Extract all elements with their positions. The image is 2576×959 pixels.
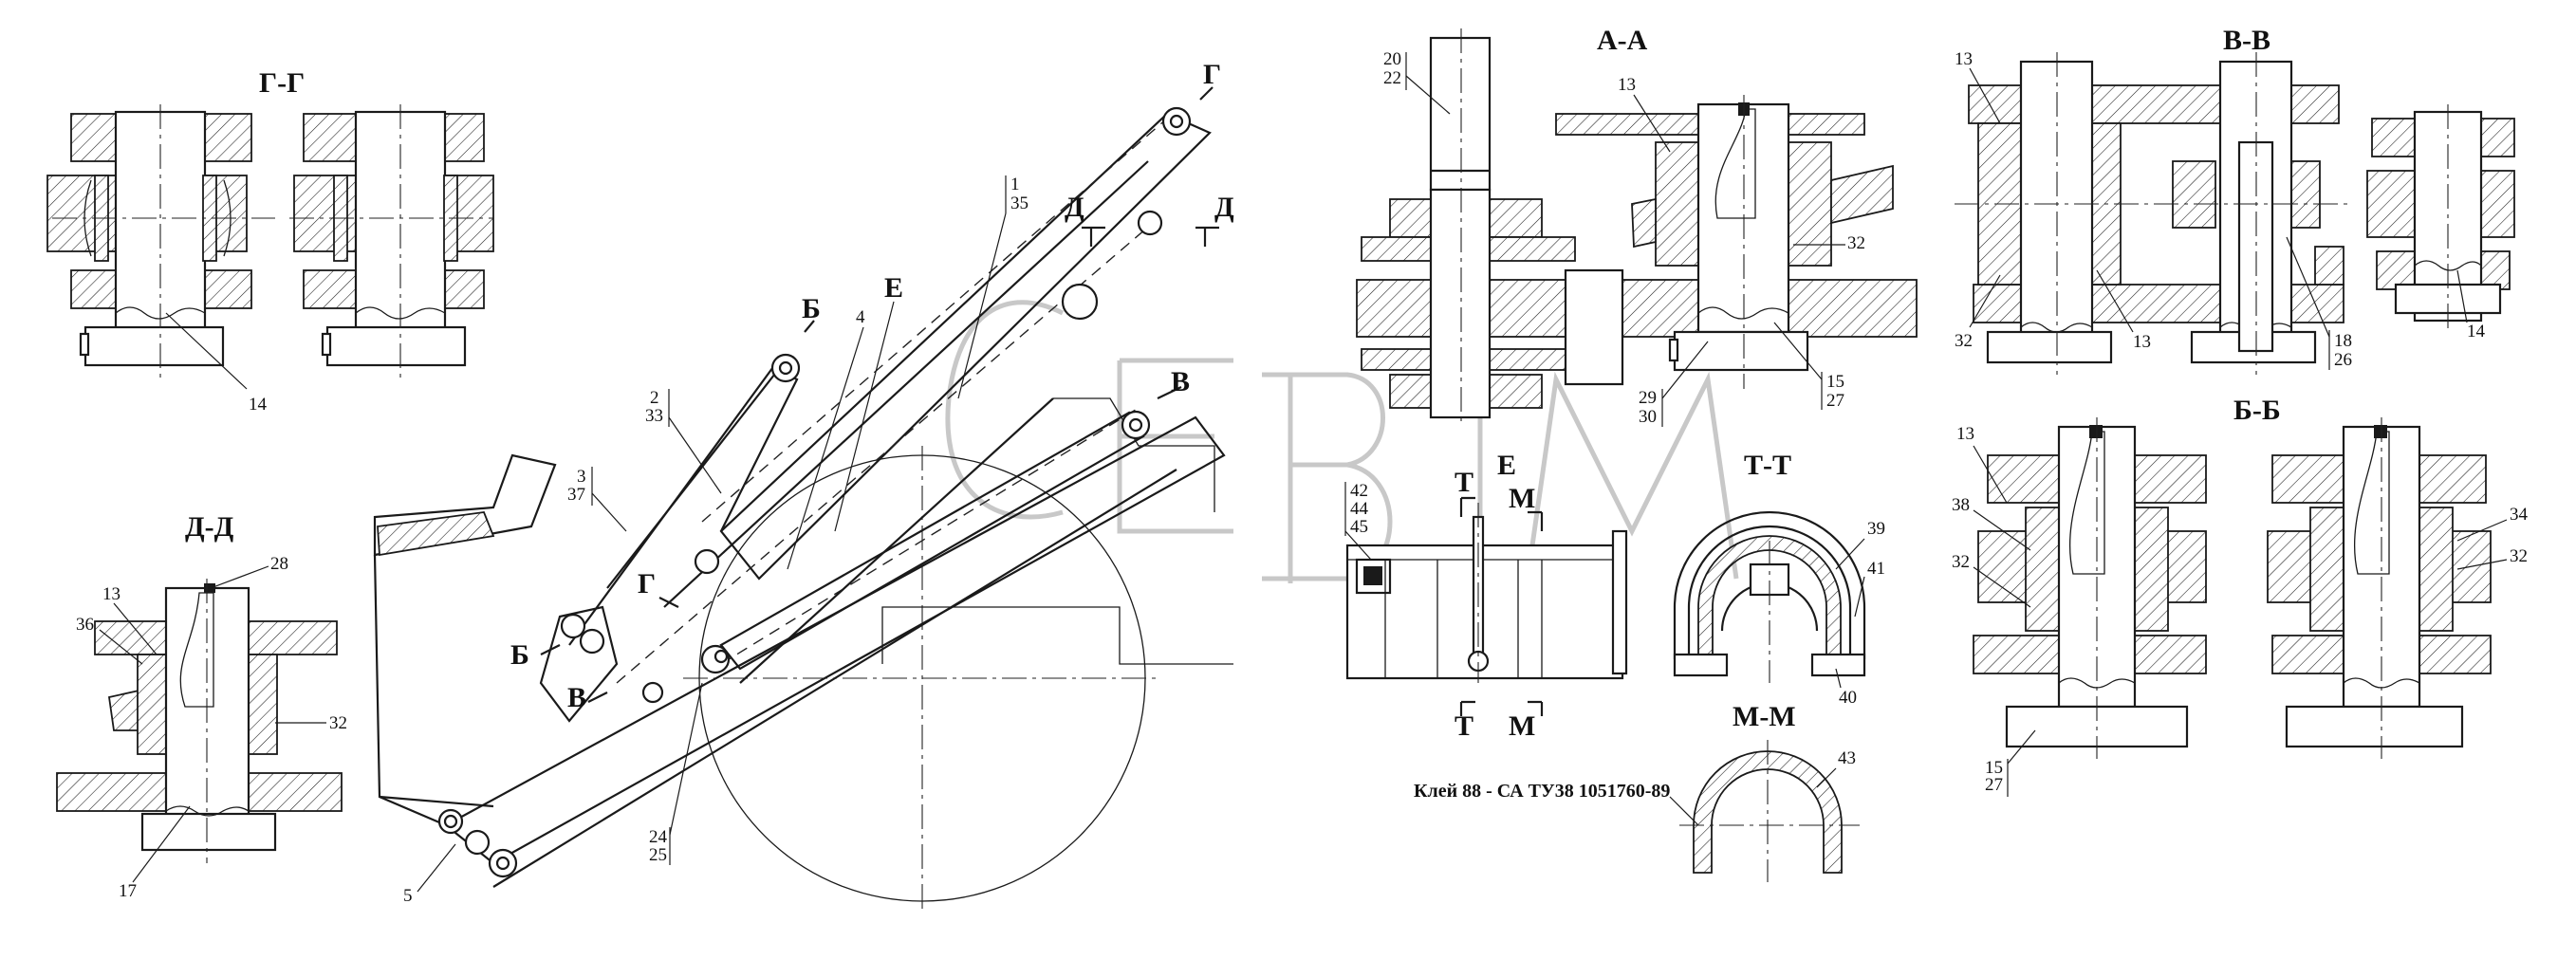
label-27-aa: 27 xyxy=(1826,391,1844,411)
label-32-aa: 32 xyxy=(1847,233,1865,253)
label-44: 44 xyxy=(1350,499,1369,519)
label-32-bb-a: 32 xyxy=(1952,552,1970,572)
label-13-vv-b: 13 xyxy=(2133,332,2151,352)
cut-marker-v-top: В xyxy=(1171,366,1190,397)
cut-marker-b-top: Б xyxy=(802,293,821,324)
label-33: 33 xyxy=(645,406,663,426)
adhesive-note: Клей 88 - СА ТУ38 1051760-89 xyxy=(1414,781,1670,802)
label-29: 29 xyxy=(1639,388,1657,408)
label-3: 3 xyxy=(577,467,586,487)
cut-marker-e: Е xyxy=(884,272,903,304)
label-15-aa: 15 xyxy=(1826,372,1844,392)
cut-marker-v-bottom: В xyxy=(567,682,586,713)
section-title-v-v: В-В xyxy=(2223,25,2270,56)
label-37: 37 xyxy=(567,485,585,505)
view-title-e: Е xyxy=(1497,450,1516,481)
label-34: 34 xyxy=(2510,505,2529,525)
main-linkage-view: Г Д Д Б В Г Б В Е 1 35 2 33 3 37 4 5 24 … xyxy=(373,59,1234,911)
label-13-vv-a: 13 xyxy=(1955,49,1973,69)
label-43: 43 xyxy=(1838,748,1856,768)
label-22: 22 xyxy=(1383,68,1401,88)
label-32-bb-b: 32 xyxy=(2510,546,2528,566)
cut-marker-m-top: М xyxy=(1509,483,1535,514)
section-title-g-g: Г-Г xyxy=(259,67,305,99)
label-36-dd: 36 xyxy=(76,615,94,635)
cut-marker-g-top: Г xyxy=(1203,59,1221,90)
label-18: 18 xyxy=(2334,331,2352,351)
label-15-bb: 15 xyxy=(1985,758,2003,778)
label-4: 4 xyxy=(856,307,865,327)
label-32-vv: 32 xyxy=(1955,331,1973,351)
label-17-dd: 17 xyxy=(119,881,137,901)
section-b-b: Б-Б 13 38 32 34 32 15 27 xyxy=(1952,395,2529,797)
label-28-dd: 28 xyxy=(270,554,288,574)
section-title-a-a: А-А xyxy=(1597,25,1648,56)
label-24: 24 xyxy=(649,827,668,847)
label-27-bb: 27 xyxy=(1985,775,2003,795)
label-13-dd: 13 xyxy=(102,584,120,604)
label-25: 25 xyxy=(649,845,667,865)
label-20: 20 xyxy=(1383,49,1401,69)
view-e: Е Т Т М М 42 44 45 xyxy=(1344,450,1628,742)
label-41: 41 xyxy=(1867,559,1885,579)
label-2: 2 xyxy=(650,388,659,408)
cut-marker-b-bottom: Б xyxy=(510,639,529,671)
section-g-g: Г-Г 14 xyxy=(46,67,494,415)
label-30: 30 xyxy=(1639,407,1657,427)
section-title-t-t: Т-Т xyxy=(1744,450,1791,481)
label-39: 39 xyxy=(1867,519,1885,539)
label-13-aa: 13 xyxy=(1618,75,1636,95)
section-title-m-m: М-М xyxy=(1733,701,1796,732)
label-35: 35 xyxy=(1010,194,1029,213)
label-40: 40 xyxy=(1839,688,1857,708)
label-14-vv: 14 xyxy=(2467,322,2486,341)
label-42: 42 xyxy=(1350,481,1368,501)
label-14-gg: 14 xyxy=(249,395,268,415)
label-1: 1 xyxy=(1010,175,1020,194)
cut-marker-t-bottom: Т xyxy=(1455,710,1473,742)
cut-marker-d-right: Д xyxy=(1214,192,1234,223)
label-26: 26 xyxy=(2334,350,2352,370)
label-13-bb: 13 xyxy=(1956,424,1974,444)
cut-marker-g-bottom: Г xyxy=(638,568,656,599)
label-5: 5 xyxy=(403,886,413,906)
section-t-t: Т-Т 39 41 40 xyxy=(1673,450,1885,708)
section-d-d: Д-Д 28 13 36 32 17 xyxy=(56,511,347,901)
label-38: 38 xyxy=(1952,495,1970,515)
section-m-m: М-М 43 Клей 88 - СА ТУ38 1051760-89 xyxy=(1414,701,1860,882)
section-title-b-b: Б-Б xyxy=(2233,395,2281,426)
section-v-v: В-В 13 32 13 14 18 26 xyxy=(1955,25,2515,375)
cut-marker-d-left: Д xyxy=(1065,192,1084,223)
cut-marker-t-top: Т xyxy=(1455,467,1473,498)
cut-marker-m-bottom: М xyxy=(1509,710,1535,742)
section-a-a: А-А 20 22 13 32 29 30 xyxy=(1356,25,1918,427)
label-32-dd: 32 xyxy=(329,713,347,733)
section-title-d-d: Д-Д xyxy=(185,511,234,543)
label-45: 45 xyxy=(1350,517,1368,537)
